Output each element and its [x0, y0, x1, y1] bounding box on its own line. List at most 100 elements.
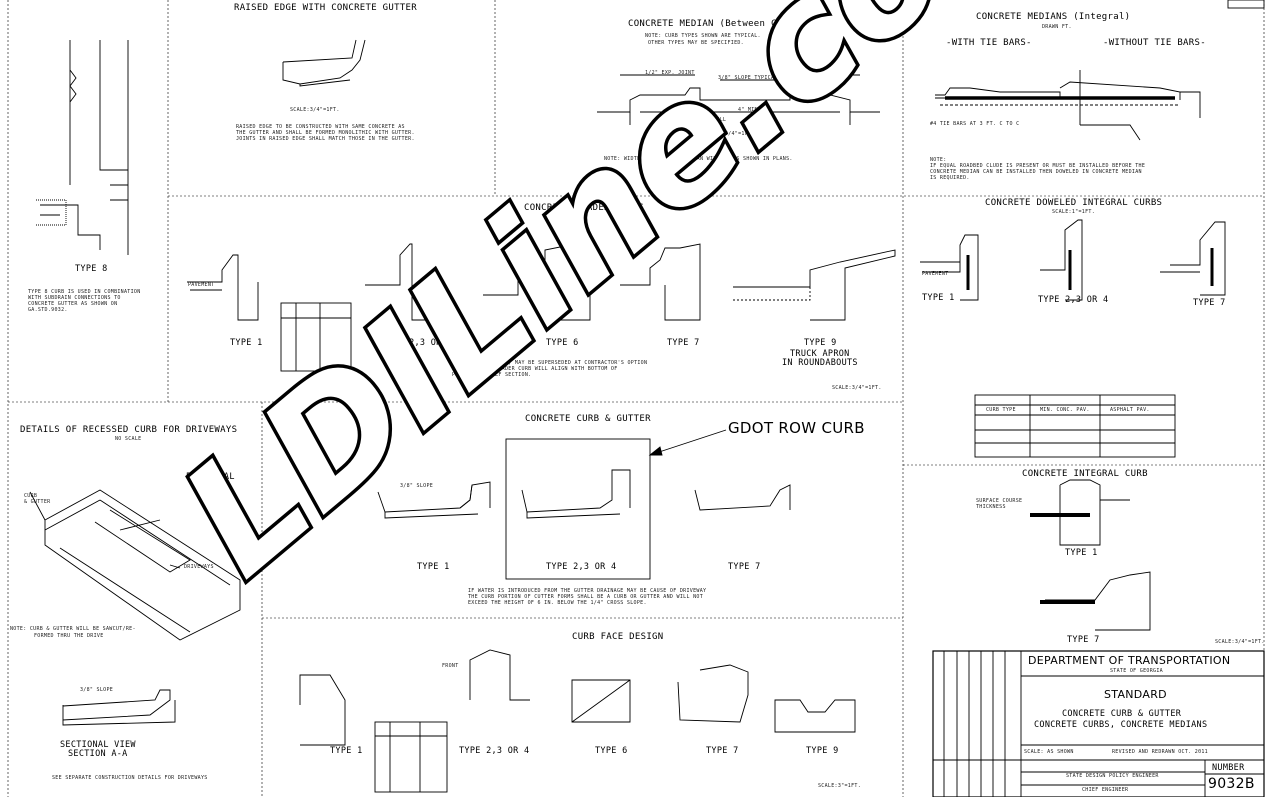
surface-course-1: SURFACE COURSE [976, 498, 1023, 504]
recessed-title: DETAILS OF RECESSED CURB FOR DRIVEWAYS [20, 425, 238, 435]
header-curbs-title: CONCRETE HEADER CURBS [524, 203, 645, 213]
without-tie-bars: -WITHOUT TIE BARS- [1103, 38, 1206, 48]
header-note-3: PAVEMENT ITSELF SECTION. [452, 372, 532, 378]
curb-face-type-2-3-4: TYPE 2,3 OR 4 [459, 746, 530, 756]
median-note-1: NOTE: CURB TYPES SHOWN ARE TYPICAL. [645, 33, 761, 39]
raised-edge-note-3: JOINTS IN RAISED EDGE SHALL MATCH THOSE … [236, 136, 415, 142]
median-scale: SCALE:3/4"=1FT. [705, 131, 755, 137]
recessed-sub: NO SCALE [115, 436, 142, 442]
recessed-note-1: NOTE: CURB & GUTTER WILL BE SAWCUT/RE- [10, 626, 136, 632]
curb-gutter-note-1: IF WATER IS INTRODUCED FROM THE GUTTER D… [468, 588, 707, 594]
type8-note-3: CONCRETE GUTTER AS SHOWN ON [28, 301, 118, 307]
integral-median-title: CONCRETE MEDIANS (Integral) [976, 12, 1131, 22]
curb-gutter-title: CONCRETE CURB & GUTTER [525, 414, 651, 424]
integral-median-note-2: IF EQUAL ROADBED CLUDE IS PRESENT OR MUS… [930, 163, 1146, 169]
integral-median-sub: DRAWN FT. [1042, 24, 1072, 30]
raised-edge-title: RAISED EDGE WITH CONCRETE GUTTER [234, 3, 417, 13]
truck-apron-2: IN ROUNDABOUTS [782, 358, 858, 368]
tb-dept: DEPARTMENT OF TRANSPORTATION [1028, 654, 1231, 667]
curb-face-scale: SCALE:3"=1FT. [818, 783, 862, 789]
curb-gutter-slope: 3/8" SLOPE [400, 483, 434, 489]
truck-apron-1: TRUCK APRON [790, 349, 850, 359]
integral-median-note-4: IS REQUIRED. [930, 175, 970, 181]
curb-gutter-type-7: TYPE 7 [728, 562, 761, 572]
doweled-type-7: TYPE 7 [1193, 298, 1226, 308]
median-footer: NOTE: WIDTH OF CONCRETE MEDIAN WILL BE A… [604, 156, 793, 162]
integral-curb-type-7: TYPE 7 [1067, 635, 1100, 645]
tb-eng-1: STATE DESIGN POLICY ENGINEER [1066, 773, 1159, 779]
tb-line-2: CONCRETE CURBS, CONCRETE MEDIANS [1034, 720, 1208, 730]
median-note-2: OTHER TYPES MAY BE SPECIFIED. [648, 40, 744, 46]
doweled-table-head-1: CURB TYPE [986, 407, 1016, 413]
type8-note-2: WITH SUBDRAIN CONNECTIONS TO [28, 295, 121, 301]
median-label-5: COMPACTED EARTH FILL [660, 117, 727, 123]
median-label-1: 1/2" EXP. JOINT [645, 70, 695, 76]
curb-gutter-label-1: CURB [24, 493, 38, 499]
raised-edge-scale: SCALE:3/4"=1FT. [290, 107, 340, 113]
doweled-pavement: PAVEMENT [922, 271, 949, 277]
curb-gutter-note-3: EXCEED THE HEIGHT OF 6 IN. BELOW THE 1/4… [468, 600, 647, 606]
tb-state: STATE OF GEORGIA [1110, 668, 1163, 674]
curb-face-front: FRONT [442, 663, 459, 669]
with-tie-bars: -WITH TIE BARS- [946, 38, 1032, 48]
header-type-6: TYPE 6 [546, 338, 579, 348]
header-scale: SCALE:3/4"=1FT. [832, 385, 882, 391]
tie-bar-note: #4 TIE BARS AT 3 FT. C TO C [930, 121, 1020, 127]
doweled-type-2-3-4: TYPE 2,3 OR 4 [1038, 295, 1109, 305]
integral-median-note-3: CONCRETE MEDIAN CAN BE INSTALLED THEN DO… [930, 169, 1142, 175]
gdot-row-curb-callout: GDOT ROW CURB [728, 419, 865, 437]
doweled-table-head-2: MIN. CONC. PAV. [1040, 407, 1090, 413]
driveways-label: DRIVEWAYS [184, 564, 214, 570]
tb-number: 9032B [1208, 776, 1255, 792]
surface-course-2: THICKNESS [976, 504, 1006, 510]
header-note-1: THIS DIMENSION (I) MAY BE SUPERSEDED AT … [452, 360, 648, 366]
curb-face-type-9: TYPE 9 [806, 746, 839, 756]
type8-note-4: GA.STD.9032. [28, 307, 68, 313]
header-pavement-label: PAVEMENT [188, 282, 215, 288]
curb-gutter-type-2-3-4: TYPE 2,3 OR 4 [546, 562, 617, 572]
header-type-2-3-4: TYPE 2,3 OR 4 [382, 338, 453, 348]
pictorial-1: PICTORIAL [186, 472, 235, 482]
doweled-title: CONCRETE DOWELED INTEGRAL CURBS [985, 198, 1163, 208]
recessed-footer: SEE SEPARATE CONSTRUCTION DETAILS FOR DR… [52, 775, 208, 781]
header-type-7: TYPE 7 [667, 338, 700, 348]
recessed-slope: 3/8" SLOPE [80, 687, 114, 693]
curb-face-title: CURB FACE DESIGN [572, 632, 664, 642]
type8-note-1: TYPE 8 CURB IS USED IN COMBINATION [28, 289, 141, 295]
curb-face-type-7: TYPE 7 [706, 746, 739, 756]
header-type-9: TYPE 9 [804, 338, 837, 348]
sectional-view-2: SECTION A-A [68, 749, 128, 759]
median-label-2: 3/8" SLOPE TYPICAL [718, 75, 778, 81]
tb-standard: STANDARD [1104, 688, 1167, 701]
curb-face-type-1: TYPE 1 [330, 746, 363, 756]
tb-eng-2: CHIEF ENGINEER [1082, 787, 1129, 793]
curb-gutter-label-2: & GUTTER [24, 499, 51, 505]
tb-line-1: CONCRETE CURB & GUTTER [1062, 709, 1182, 719]
type8-label: TYPE 8 [75, 264, 108, 274]
median-label-3: 1/2" EXP. JOINT [804, 70, 854, 76]
curb-face-type-6: TYPE 6 [595, 746, 628, 756]
recessed-note-2: FORMED THRU THE DRIVE [34, 633, 104, 639]
raised-edge-note-1: RAISED EDGE TO BE CONSTRUCTED WITH SAME … [236, 124, 405, 130]
sectional-view-1: SECTIONAL VIEW [60, 740, 136, 750]
pictorial-2: VIEW [198, 481, 220, 491]
tb-scale: SCALE: AS SHOWN [1024, 749, 1074, 755]
tb-revised: REVISED AND REDRAWN OCT. 2011 [1112, 749, 1208, 755]
raised-edge-note-2: THE GUTTER AND SHALL BE FORMED MONOLITHI… [236, 130, 415, 136]
doweled-scale: SCALE:1"=1FT. [1052, 209, 1096, 215]
integral-curb-type-1: TYPE 1 [1065, 548, 1098, 558]
header-note-2: SO BOTTOM OF HEADER CURB WILL ALIGN WITH… [452, 366, 618, 372]
median-title: CONCRETE MEDIAN (Between Curbs) [628, 19, 806, 29]
integral-median-note-1: NOTE: [930, 157, 947, 163]
curb-gutter-note-2: THE CURB PORTION OF CUTTER FORMS SHALL B… [468, 594, 704, 600]
median-label-4: 4" MIN. [738, 107, 762, 113]
doweled-table-head-3: ASPHALT PAV. [1110, 407, 1150, 413]
doweled-type-1: TYPE 1 [922, 293, 955, 303]
header-type-1: TYPE 1 [230, 338, 263, 348]
tb-number-label: NUMBER [1212, 763, 1245, 773]
curb-gutter-type-1: TYPE 1 [417, 562, 450, 572]
integral-curb-scale: SCALE:3/4"=1FT. [1215, 639, 1265, 645]
integral-curb-title: CONCRETE INTEGRAL CURB [1022, 469, 1148, 479]
